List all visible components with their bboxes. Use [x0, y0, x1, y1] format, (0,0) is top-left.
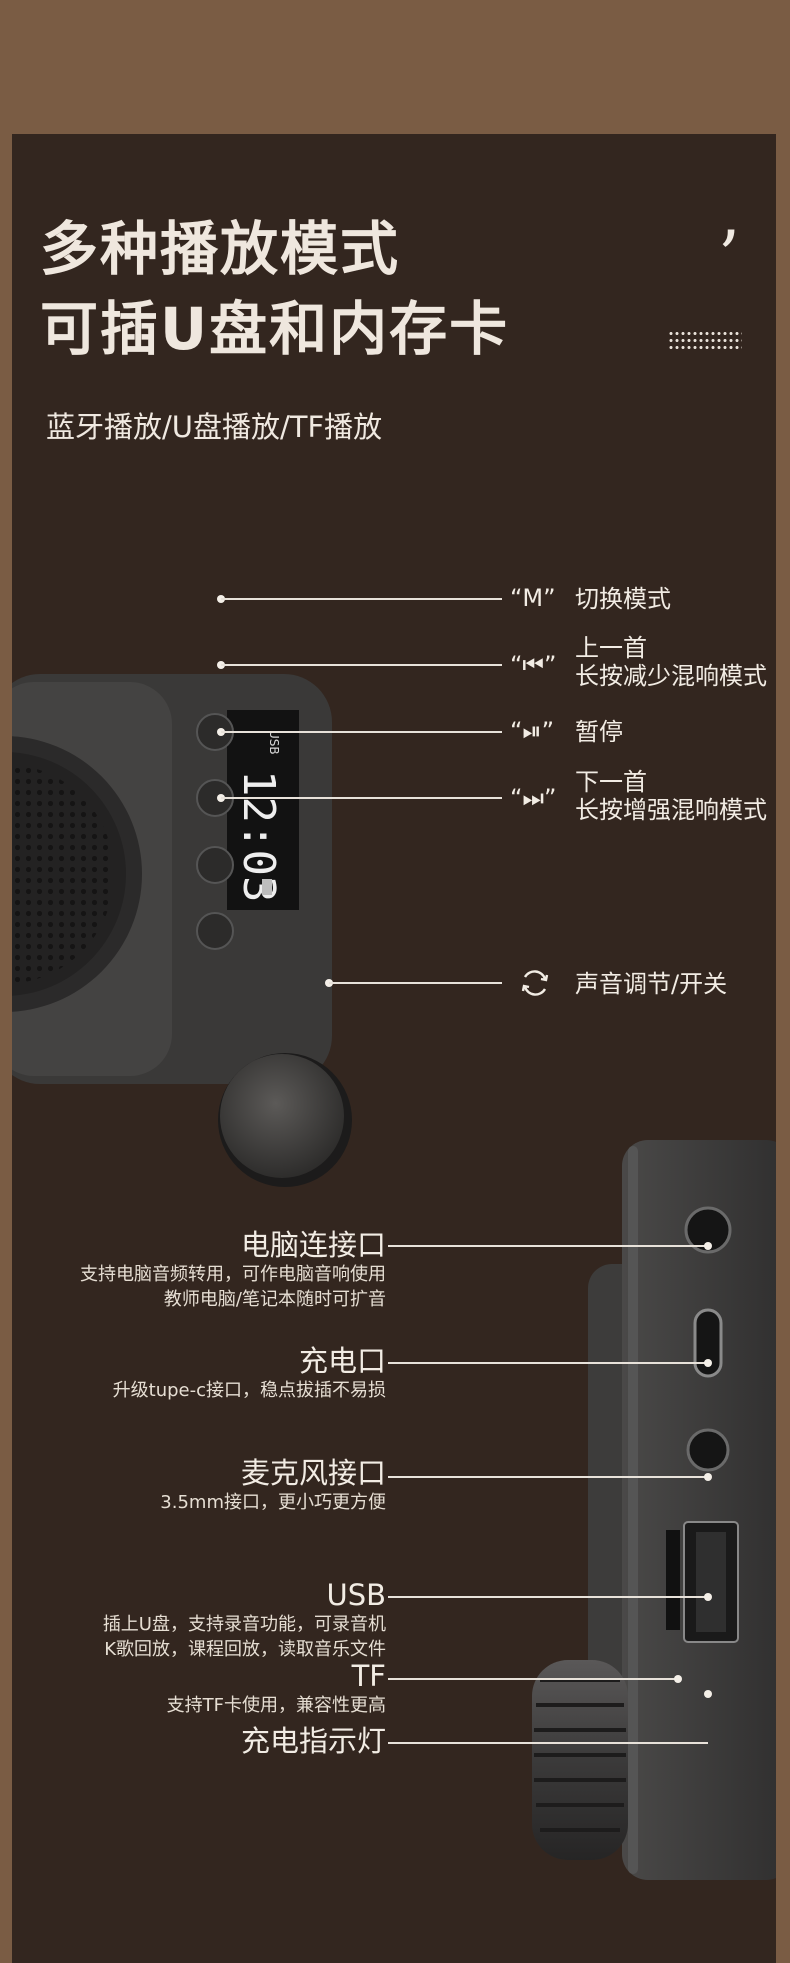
quote-mark: ’ [717, 216, 740, 298]
device-time-text: 12:03 [233, 770, 284, 902]
port-tf-callout: TF 支持TF卡使用，兼容性更高 [167, 1659, 386, 1718]
port-computer-desc-2: 教师电脑/笔记本随时可扩音 [163, 1289, 386, 1310]
callout-line [388, 1245, 708, 1247]
page-title-line2: 可插U盘和内存卡 [40, 295, 510, 363]
callout-dot [704, 1473, 712, 1481]
port-charge-callout: 充电口 升级tupe-c接口，稳点拔插不易损 [113, 1344, 386, 1403]
mode-symbol: “M” [510, 584, 556, 612]
pause-label: 暂停 [575, 718, 623, 746]
next-label-2: 长按增强混响模式 [575, 796, 767, 824]
callout-line [221, 797, 502, 799]
device-front-image: USB 12:03 [12, 674, 352, 1187]
next-track-icon: “⏭” [510, 784, 557, 812]
callout-line [388, 1742, 708, 1744]
page-title-line1: 多种播放模式 [40, 215, 401, 283]
page-subtitle: 蓝牙播放/U盘播放/TF播放 [46, 410, 383, 444]
callout-line [388, 1596, 708, 1598]
port-charge-title: 充电口 [298, 1344, 386, 1378]
port-charge-desc: 升级tupe-c接口，稳点拔插不易损 [112, 1380, 386, 1401]
port-computer-title: 电脑连接口 [240, 1228, 386, 1262]
port-usb-desc-2: K歌回放，课程回放，读取音乐文件 [104, 1639, 386, 1660]
callout-line [221, 664, 502, 666]
port-tf-desc: 支持TF卡使用，兼容性更高 [166, 1695, 386, 1716]
callout-dot [704, 1593, 712, 1601]
callout-line [388, 1476, 708, 1478]
callout-line [388, 1678, 678, 1680]
port-computer-callout: 电脑连接口 支持电脑音频转用，可作电脑音响使用 教师电脑/笔记本随时可扩音 [80, 1228, 386, 1312]
callout-dot [704, 1359, 712, 1367]
content-panel: 多种播放模式 可插U盘和内存卡 蓝牙播放/U盘播放/TF播放 ’ USB 12:… [12, 134, 776, 1963]
port-mic-callout: 麦克风接口 3.5mm接口，更小巧更方便 [160, 1456, 386, 1515]
port-usb-desc-1: 插上U盘，支持录音功能，可录音机 [102, 1614, 386, 1635]
previous-label-2: 长按减少混响模式 [575, 662, 767, 690]
previous-label-1: 上一首 [575, 634, 647, 662]
charge-indicator-title: 充电指示灯 [240, 1724, 386, 1758]
callout-line [388, 1362, 708, 1364]
callout-dot [674, 1675, 682, 1683]
charge-indicator-callout: 充电指示灯 [241, 1724, 386, 1758]
callout-line [329, 982, 502, 984]
port-usb-callout: USB 插上U盘，支持录音功能，可录音机 K歌回放，课程回放，读取音乐文件 [103, 1578, 386, 1662]
play-pause-icon: “⏯” [510, 717, 555, 745]
dots-decoration [668, 330, 742, 350]
volume-label: 声音调节/开关 [575, 970, 728, 998]
port-usb-title: USB [326, 1578, 386, 1612]
previous-track-icon: “⏮” [510, 651, 557, 679]
port-computer-desc-1: 支持电脑音频转用，可作电脑音响使用 [80, 1264, 386, 1285]
port-mic-title: 麦克风接口 [240, 1456, 386, 1490]
callout-line [221, 731, 502, 733]
refresh-icon [518, 966, 552, 1000]
port-tf-title: TF [351, 1659, 386, 1693]
device-side-image [532, 1140, 776, 1880]
next-label-1: 下一首 [575, 768, 647, 796]
port-mic-desc: 3.5mm接口，更小巧更方便 [160, 1492, 386, 1513]
device-usb-text: USB [267, 730, 281, 755]
callout-line [221, 598, 502, 600]
mode-label: 切换模式 [575, 585, 671, 613]
callout-dot [704, 1242, 712, 1250]
